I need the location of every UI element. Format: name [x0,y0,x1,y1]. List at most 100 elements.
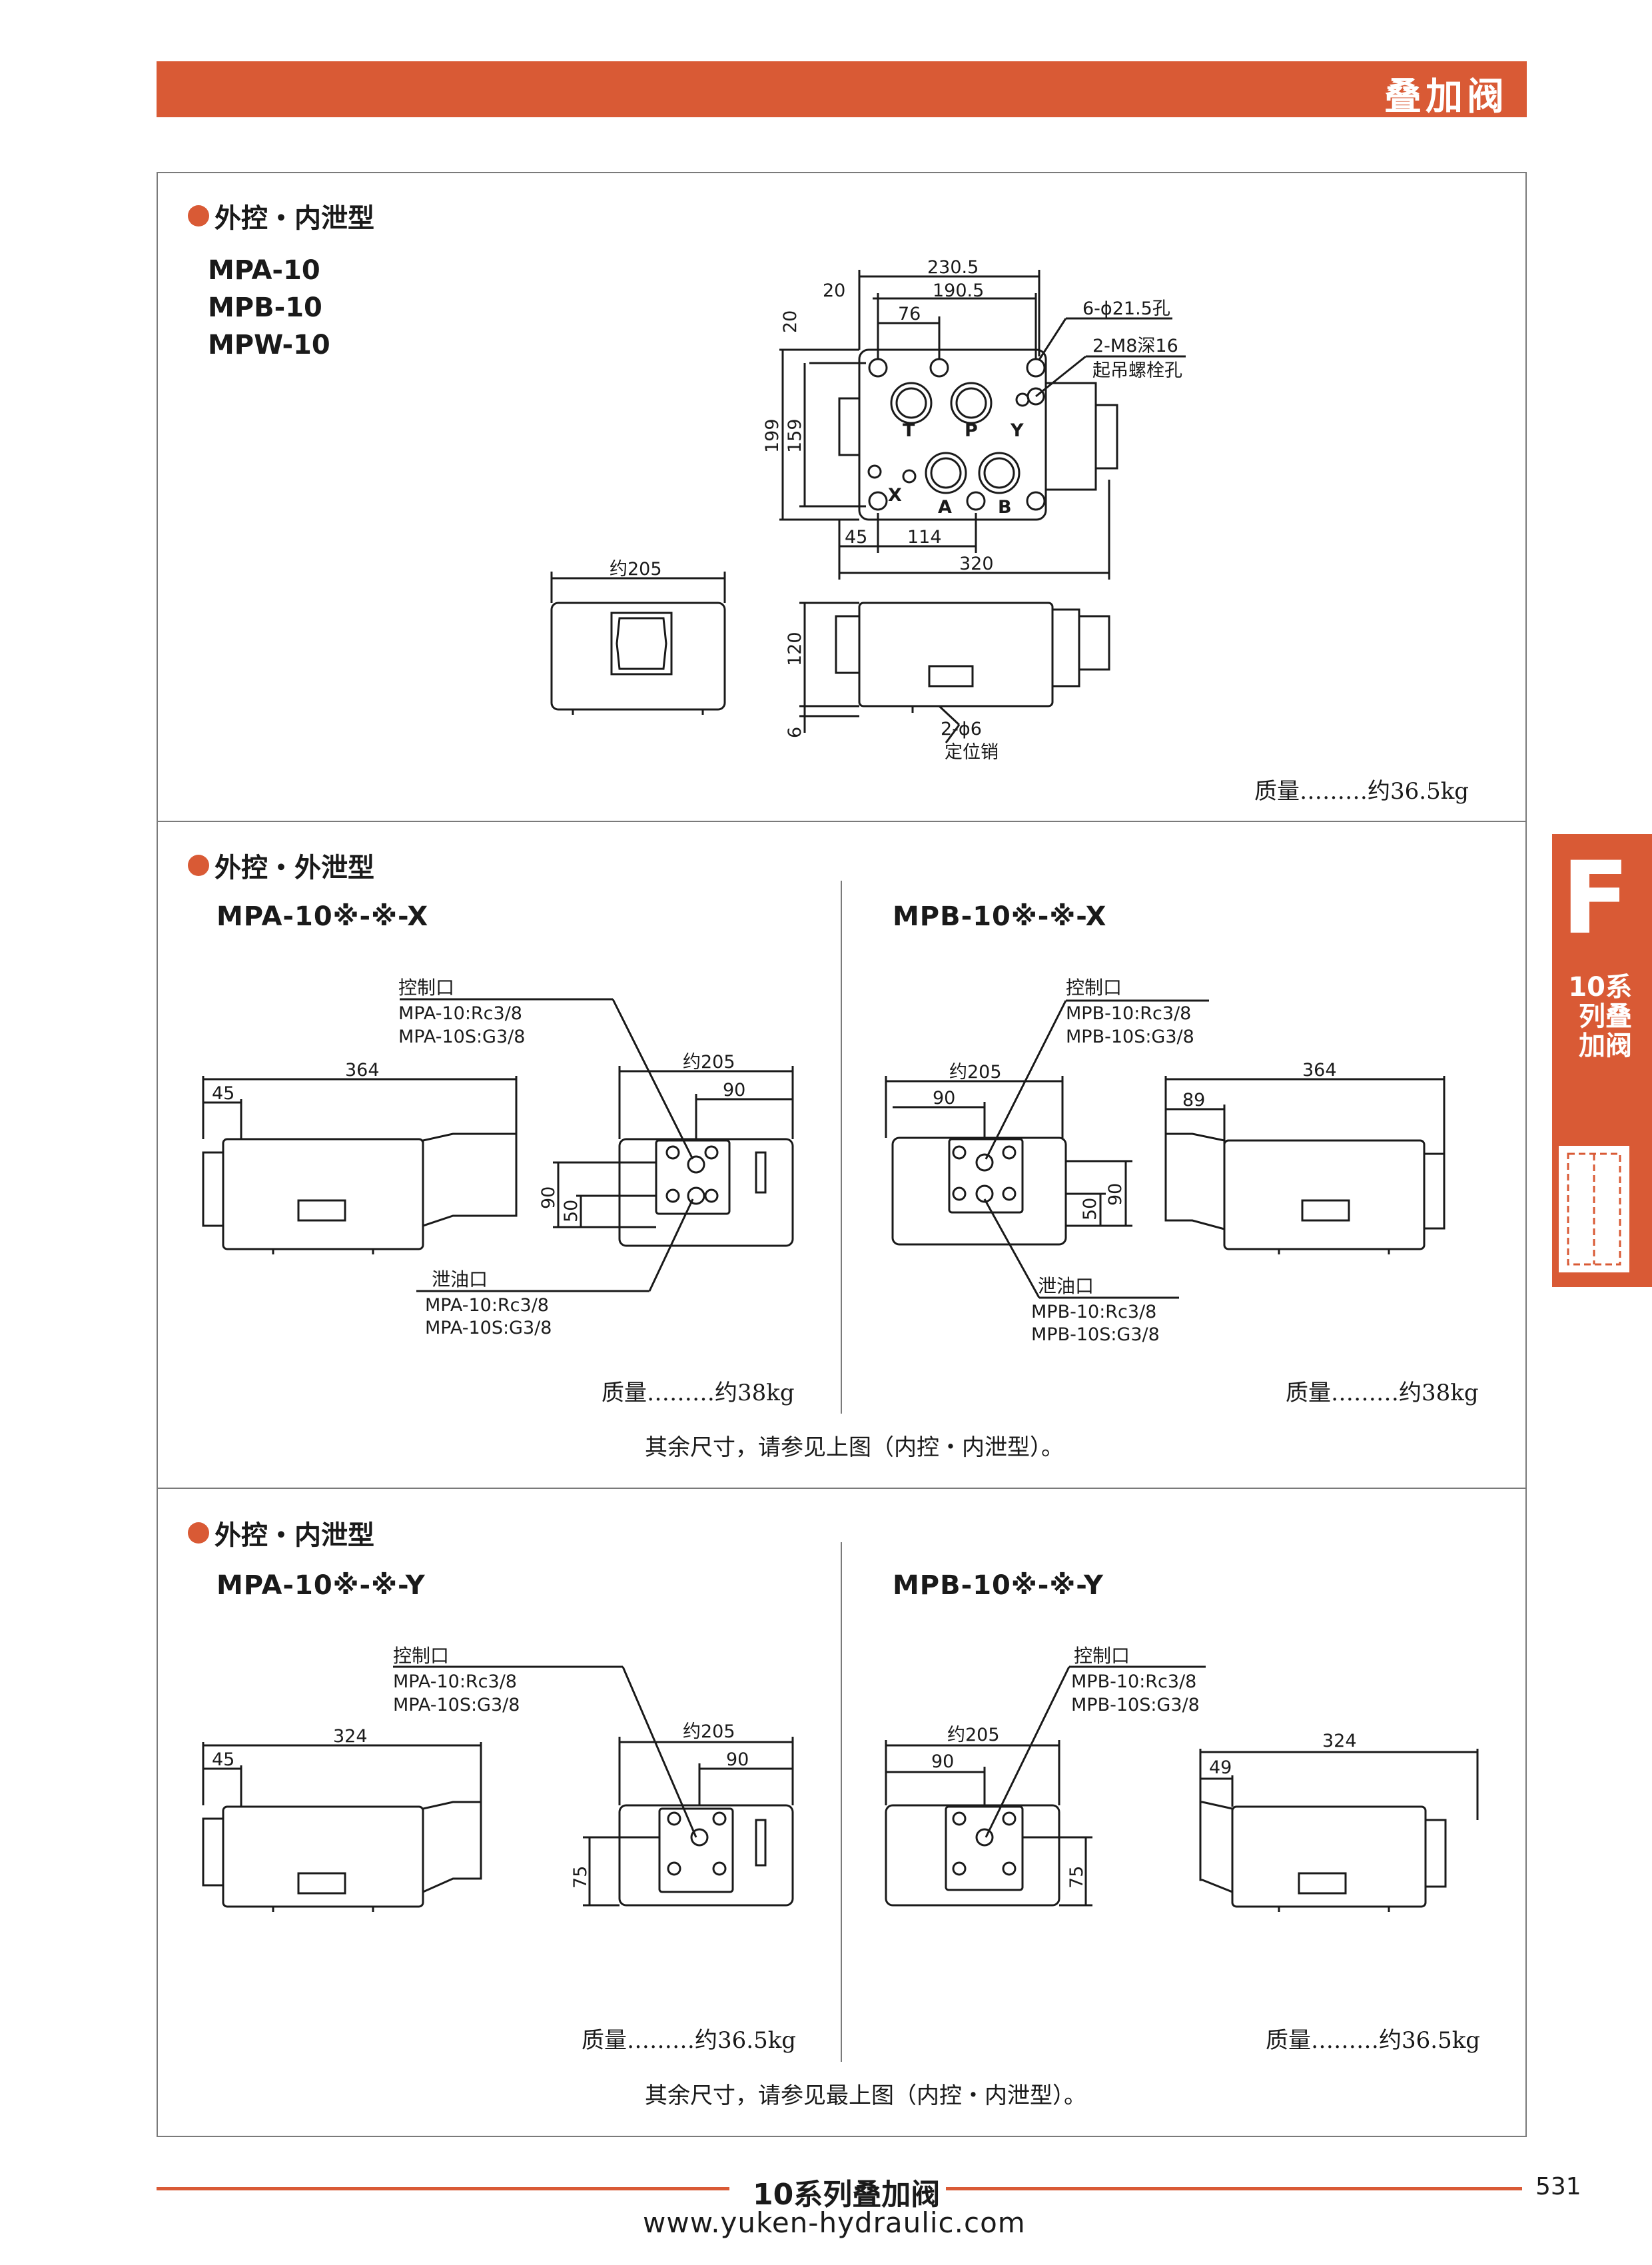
port-label-y: Y [1010,420,1024,441]
footer-url: www.yuken-hydraulic.com [643,2206,1026,2239]
drain-port-spec: MPA-10S:G3/8 [425,1318,552,1338]
footer-title: 10系列叠加阀 [753,2178,941,2212]
side-view-nameplate [928,665,974,687]
dim-label: 76 [898,304,921,324]
dim-label: 90 [1105,1183,1126,1206]
dim-label: 50 [1080,1198,1100,1220]
dim-label: 90 [723,1080,745,1101]
dim-label: 190.5 [933,280,984,301]
dim-label: 20 [823,280,845,301]
right-side-view-body [1223,1139,1426,1250]
port-label-t: T [903,420,915,441]
section-divider-2 [157,1488,1527,1489]
ctrl-port-spec: MPB-10S:G3/8 [1071,1695,1200,1715]
ctrl-port-spec: MPB-10:Rc3/8 [1071,1671,1196,1692]
drain-port-label: 泄油口 [432,1268,488,1290]
header-bar: 叠加阀 [157,61,1527,119]
dim-label: 120 [785,632,805,666]
section2-note: 其余尺寸，请参见上图（内控・内泄型）。 [645,1434,1064,1461]
content-frame [157,172,1527,2137]
dim-label: 约205 [683,1721,735,1742]
model-name: MPW-10 [208,330,330,360]
column-divider-1 [841,881,842,1414]
dim-label: 45 [212,1749,234,1770]
dim-label: 50 [561,1200,582,1222]
right-front-view-body [885,1804,1060,1907]
side-tab-text: 10系列叠加阀 [1568,972,1632,1061]
column-divider-2 [841,1542,842,2062]
side-view-right-stub [1078,615,1110,671]
dim-label: 20 [780,310,801,333]
section2-drawing: 364 45 约205 90 90 50 控制口 MPA-10:Rc3/8 MP… [202,977,1446,1345]
dim-label: 90 [538,1186,559,1209]
ctrl-port-spec: MPA-10S:G3/8 [393,1695,520,1715]
footer-line-left [157,2187,729,2190]
ctrl-port-spec: MPA-10S:G3/8 [398,1027,525,1047]
ctrl-port-label: 控制口 [393,1645,449,1667]
section-divider-1 [157,821,1527,822]
section3-heading: 外控・内泄型 [188,1514,374,1552]
drain-port-spec: MPB-10S:G3/8 [1031,1324,1160,1345]
section2-heading-text: 外控・外泄型 [214,853,374,883]
footer-line-right [946,2187,1522,2190]
section3-note: 其余尺寸，请参见最上图（内控・内泄型）。 [645,2082,1086,2109]
ctrl-port-label: 控制口 [398,977,454,999]
front-view-body [550,602,726,711]
dim-label: 199 [762,418,783,453]
header-title: 叠加阀 [1384,75,1508,119]
side-view-body [858,602,1054,707]
section1-weight: 质量………约36.5kg [1254,778,1469,805]
left-front-view-body [618,1804,794,1907]
top-view-port-stub [1094,404,1118,470]
section3-drawing: 324 45 约205 90 75 控制口 MPA-10:Rc3/8 MPA-1… [202,1645,1479,1912]
section2-left-model: MPA-10※-※-X [216,901,429,932]
ctrl-port-spec: MPB-10:Rc3/8 [1066,1003,1191,1024]
dim-label: 364 [1302,1060,1337,1081]
section3-heading-text: 外控・内泄型 [214,1520,374,1551]
dim-label: 324 [1322,1731,1357,1751]
callout-lift: 起吊螺栓孔 [1092,360,1182,381]
dim-label: 89 [1182,1090,1205,1111]
section2-left-weight: 质量………约38kg [602,1380,795,1406]
side-view-block [1051,608,1080,687]
dim-label: 约205 [683,1052,735,1073]
top-view-left-stub [838,397,861,456]
dim-label: 6 [785,727,805,738]
bullet-dot-icon [188,1522,209,1544]
left-side-view-body [222,1138,424,1250]
dim-label: 364 [345,1060,380,1081]
section3-right-weight: 质量………约36.5kg [1266,2027,1481,2054]
dim-label: 约205 [947,1725,1000,1745]
section3-right-model: MPB-10※-※-Y [893,1570,1104,1601]
section1-model-list: MPA-10 MPB-10 MPW-10 [208,252,330,364]
dim-label: 159 [785,418,805,453]
bullet-dot-icon [188,205,209,226]
dim-label: 约205 [949,1062,1002,1083]
ctrl-port-spec: MPA-10:Rc3/8 [398,1003,522,1024]
ctrl-port-spec: MPA-10:Rc3/8 [393,1671,517,1692]
dim-label: 230.5 [927,257,979,278]
port-label-a: A [938,497,952,518]
side-tab-valve-icon [1559,1146,1629,1272]
left-front-view-body [618,1138,794,1247]
section3-left-model: MPA-10※-※-Y [216,1570,426,1601]
dim-label: 320 [959,554,994,574]
side-view-left-stub [835,615,861,674]
front-view-hex-nut [610,612,673,676]
section1-heading-text: 外控・内泄型 [214,203,374,234]
dim-label: 90 [726,1749,749,1770]
left-side-view-body [222,1805,424,1908]
port-label-b: B [998,497,1012,518]
callout-pin: 2-ϕ6 [941,719,982,739]
section2-heading: 外控・外泄型 [188,846,374,885]
dim-label: 90 [933,1088,955,1109]
dim-label: 90 [931,1751,954,1772]
section3-left-weight: 质量………约36.5kg [582,2027,797,2054]
section1-drawing: 230.5 20 190.5 76 20 199 159 45 114 320 … [550,257,1186,763]
section2-right-model: MPB-10※-※-X [893,901,1107,932]
dim-label: 45 [845,527,867,548]
callout-holes: 6-ϕ21.5孔 [1082,298,1170,319]
dim-label: 约205 [610,559,662,580]
dim-label: 75 [570,1866,591,1889]
right-side-view-body [1231,1805,1427,1908]
